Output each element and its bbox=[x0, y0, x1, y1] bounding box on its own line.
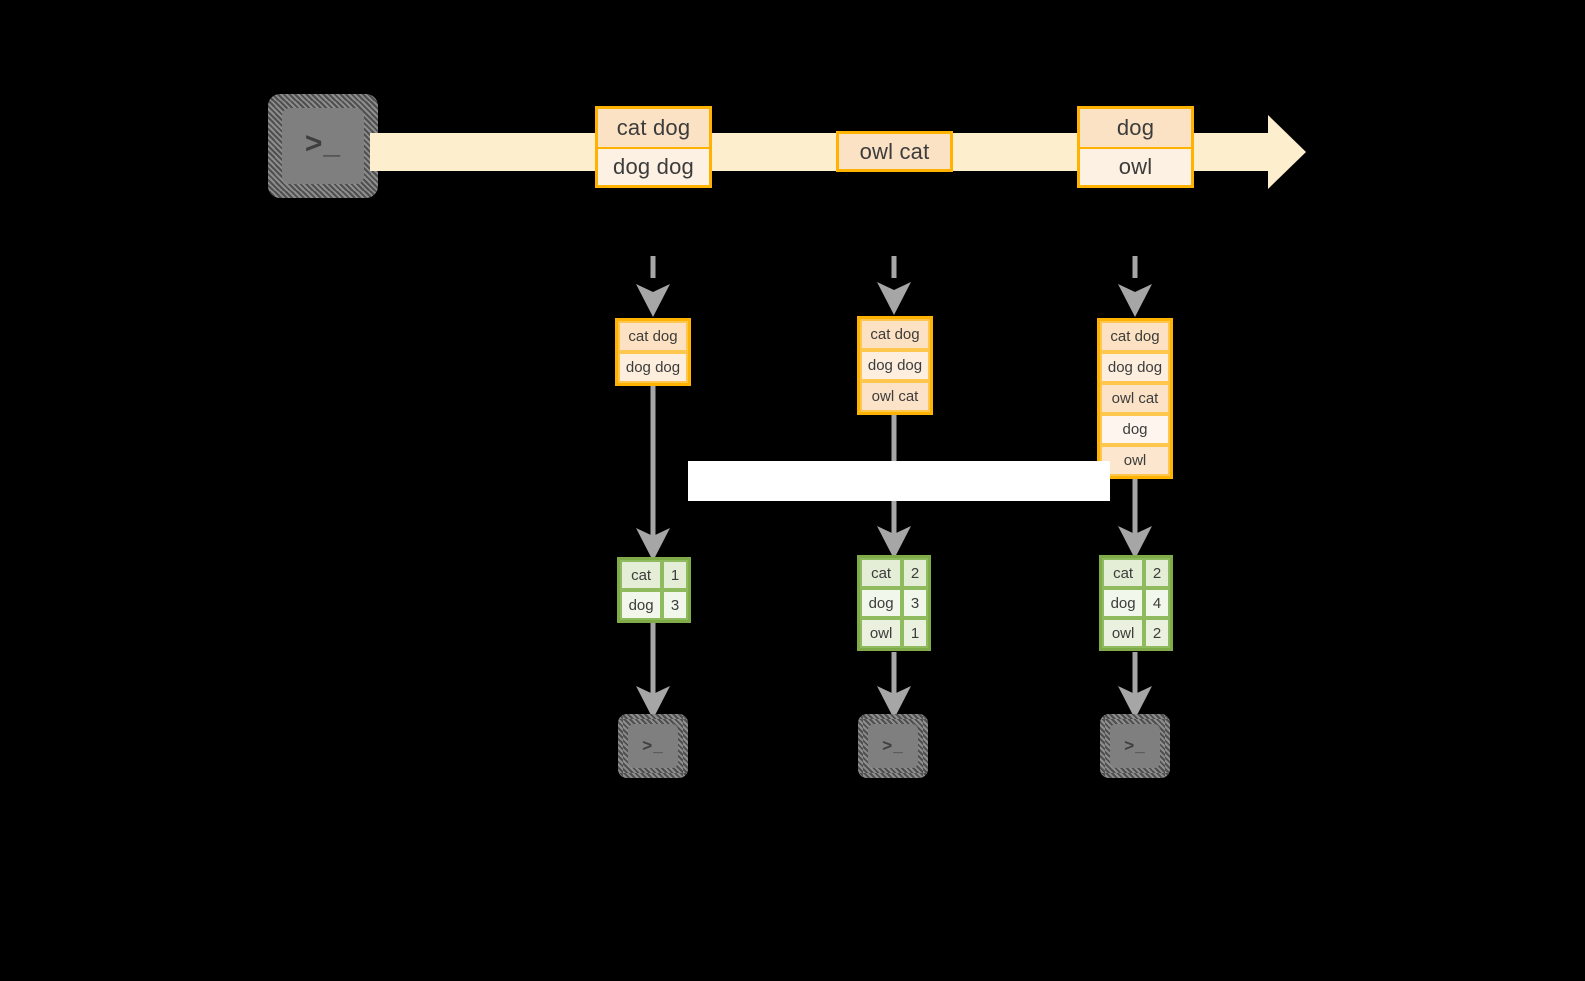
snapshot-2-result-table: cat 2 dog 3 owl 1 bbox=[857, 555, 931, 651]
snapshot-1-result-table: cat 1 dog 3 bbox=[617, 557, 691, 623]
table-row: cat 2 bbox=[860, 558, 928, 588]
terminal-screen: >_ bbox=[868, 724, 918, 768]
terminal-prompt-glyph: >_ bbox=[1124, 735, 1146, 755]
stack-row: owl cat bbox=[860, 381, 930, 412]
stack-row: cat dog bbox=[618, 321, 688, 352]
word-cell: cat bbox=[620, 560, 663, 590]
table-row: owl 2 bbox=[1102, 618, 1170, 648]
snapshot-1-sink-terminal-icon: >_ bbox=[618, 714, 688, 778]
word-cell: owl bbox=[1102, 618, 1145, 648]
terminal-screen: >_ bbox=[628, 724, 678, 768]
count-cell: 3 bbox=[662, 590, 688, 620]
word-cell: cat bbox=[1102, 558, 1145, 588]
snapshot-3-sink-terminal-icon: >_ bbox=[1100, 714, 1170, 778]
stack-row: dog bbox=[1100, 414, 1170, 445]
table-row: dog 4 bbox=[1102, 588, 1170, 618]
word-cell: owl bbox=[860, 618, 903, 648]
stream-arrowhead-icon bbox=[1268, 115, 1306, 189]
count-cell: 4 bbox=[1144, 588, 1170, 618]
stream-record-3: dog owl bbox=[1077, 106, 1194, 188]
stack-row: dog dog bbox=[1100, 352, 1170, 383]
terminal-prompt-glyph: >_ bbox=[882, 735, 904, 755]
stack-row: cat dog bbox=[860, 319, 930, 350]
source-terminal-icon: >_ bbox=[268, 94, 378, 198]
word-cell: cat bbox=[860, 558, 903, 588]
count-cell: 3 bbox=[902, 588, 928, 618]
snapshot-3-result-table: cat 2 dog 4 owl 2 bbox=[1099, 555, 1173, 651]
word-cell: dog bbox=[1102, 588, 1145, 618]
snapshot-3-input-stack: cat dog dog dog owl cat dog owl bbox=[1097, 318, 1173, 479]
table-row: cat 2 bbox=[1102, 558, 1170, 588]
stack-row: owl bbox=[1100, 445, 1170, 476]
snapshot-2-input-stack: cat dog dog dog owl cat bbox=[857, 316, 933, 415]
count-cell: 2 bbox=[902, 558, 928, 588]
stream-record-2: owl cat bbox=[836, 131, 953, 172]
query-band bbox=[688, 461, 1110, 501]
stack-row: dog dog bbox=[618, 352, 688, 383]
record-line: cat dog bbox=[598, 109, 709, 147]
terminal-screen: >_ bbox=[1110, 724, 1160, 768]
record-line: owl cat bbox=[839, 134, 950, 169]
stack-row: dog dog bbox=[860, 350, 930, 381]
stack-row: cat dog bbox=[1100, 321, 1170, 352]
count-cell: 2 bbox=[1144, 618, 1170, 648]
table-row: cat 1 bbox=[620, 560, 688, 590]
record-line: owl bbox=[1080, 147, 1191, 185]
stack-row: owl cat bbox=[1100, 383, 1170, 414]
table-row: dog 3 bbox=[620, 590, 688, 620]
terminal-prompt-glyph: >_ bbox=[642, 735, 664, 755]
stream-record-1: cat dog dog dog bbox=[595, 106, 712, 188]
count-cell: 1 bbox=[902, 618, 928, 648]
query-label: word count query bbox=[785, 464, 1013, 497]
record-line: dog bbox=[1080, 109, 1191, 147]
terminal-screen: >_ bbox=[282, 108, 364, 184]
table-row: dog 3 bbox=[860, 588, 928, 618]
word-cell: dog bbox=[620, 590, 663, 620]
table-row: owl 1 bbox=[860, 618, 928, 648]
record-line: dog dog bbox=[598, 147, 709, 185]
terminal-prompt-glyph: >_ bbox=[304, 127, 342, 161]
count-cell: 1 bbox=[662, 560, 688, 590]
snapshot-2-sink-terminal-icon: >_ bbox=[858, 714, 928, 778]
word-cell: dog bbox=[860, 588, 903, 618]
snapshot-1-input-stack: cat dog dog dog bbox=[615, 318, 691, 386]
count-cell: 2 bbox=[1144, 558, 1170, 588]
